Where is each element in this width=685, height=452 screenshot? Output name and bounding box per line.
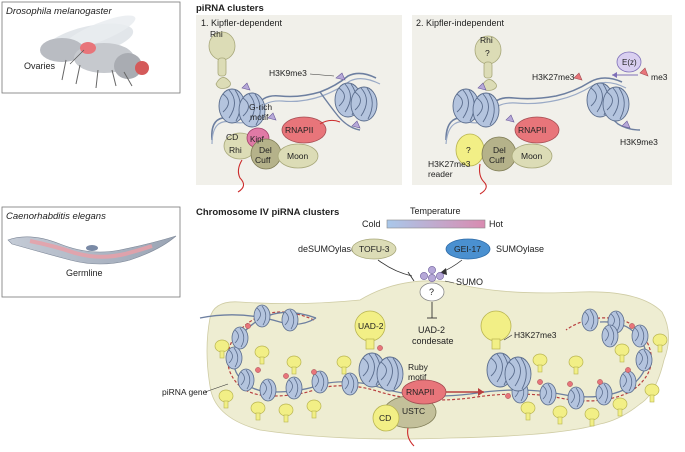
sumoylase-label: SUMOylase [496,244,544,254]
tofu3-protein [351,238,397,260]
bottom-h3k27me3: H3K27me3 [514,330,557,340]
p2-cuff: Cuff [489,155,505,165]
p1-del: Del [259,145,272,155]
p1-h3k9me3: H3K9me3 [269,68,307,78]
p2-me3: me3 [651,72,668,82]
temperature-gradient-bar [386,219,486,229]
fly-illustration [40,15,149,89]
gei17-protein [445,238,491,260]
ustc-label: USTC [402,406,425,416]
p2-ez: E(z) [622,58,637,67]
pirna-clusters-title: piRNA clusters [196,3,264,14]
p1-kipf: Kipf [250,135,265,144]
worm-species-label: Caenorhabditis elegans [6,211,106,222]
p1-cuff: Cuff [255,155,271,165]
nucleus-region [206,280,669,440]
p2-question-2: ? [466,145,471,155]
p1-rhi-top: Rhi [210,29,223,39]
p1-motif-2: motif [250,112,269,122]
ovaries-label: Ovaries [24,61,56,71]
p2-del: Del [493,145,506,155]
pirna-gene-label: piRNA gene [162,387,208,397]
temperature-hot: Hot [489,219,504,229]
panel2-diagram [445,35,649,195]
p2-rnapii: RNAPII [518,125,546,135]
sumo-label: SUMO [456,277,483,287]
uad2-label: UAD-2 [358,321,384,331]
condensate-2: condesate [412,336,454,346]
ruby-motif-2: motif [408,372,427,382]
temperature-label: Temperature [410,206,461,216]
p2-rhi: Rhi [480,35,493,45]
p2-h3k9me3: H3K9me3 [620,137,658,147]
worm-illustration [7,235,177,265]
panel1-title: 1. Kipfler-dependent [201,18,283,28]
panel1-diagram [208,31,381,193]
fly-species-label: Drosophila melanogaster [6,6,112,17]
sumo-cluster [419,266,445,302]
condensate-1: UAD-2 [418,325,445,335]
p2-question-1: ? [485,48,490,58]
p1-cd: CD [226,132,238,142]
bottom-rnapii: RNAPII [406,387,434,397]
germline-label: Germline [66,268,103,278]
chromosome-iv-title: Chromosome IV piRNA clusters [196,207,339,218]
bottom-cd: CD [379,413,391,423]
ruby-motif-1: Ruby [408,362,429,372]
gei17-label: GEI-17 [454,244,481,254]
central-complex [354,310,532,447]
p2-moon: Moon [521,151,543,161]
temperature-cold: Cold [362,219,381,229]
p2-reader-1: H3K27me3 [428,159,471,169]
p2-h3k27me3: H3K27me3 [532,72,575,82]
p1-rnapii: RNAPII [285,125,313,135]
p1-motif-1: G-rich [249,102,272,112]
desumoylase-label: deSUMOylase [298,244,356,254]
p1-moon: Moon [287,151,309,161]
p1-rhi-bottom: Rhi [229,145,242,155]
tofu3-label: TOFU-3 [359,244,390,254]
sumo-question: ? [429,287,434,297]
p2-reader-2: reader [428,169,453,179]
panel2-title: 2. Kipfler-independent [416,18,505,28]
